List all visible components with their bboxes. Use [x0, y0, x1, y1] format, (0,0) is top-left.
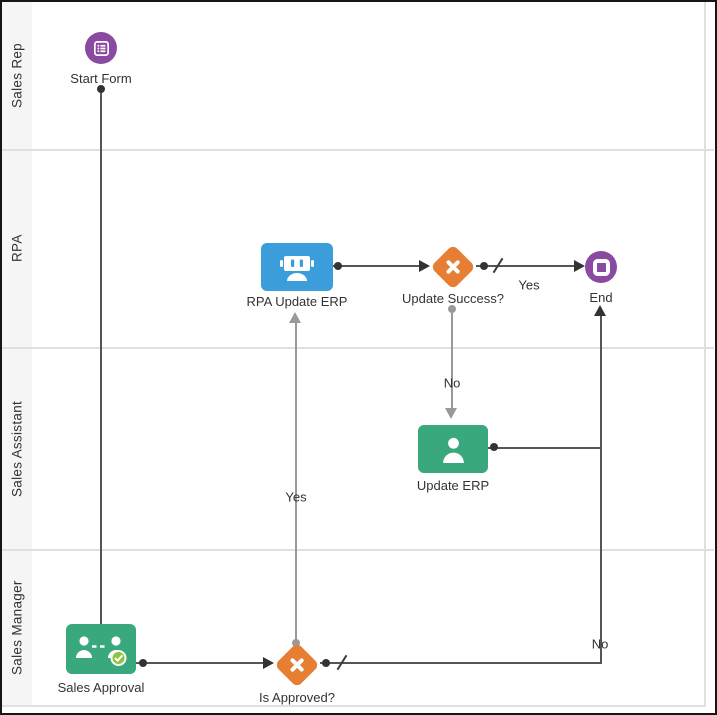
edge-riser-line [600, 316, 602, 664]
lane-right-border [704, 2, 706, 705]
edge-source-dot [448, 305, 456, 313]
arrowhead-icon [574, 260, 585, 272]
edge-source-dot [292, 639, 300, 647]
edge-line [295, 323, 297, 640]
edge-label-yes: Yes [518, 277, 540, 293]
user-icon [442, 437, 464, 463]
form-icon [93, 40, 109, 56]
lane-divider [2, 549, 714, 551]
edge-label-yes: Yes [285, 489, 307, 505]
arrowhead-icon [263, 657, 274, 669]
edge-line [488, 447, 602, 449]
edge-line [476, 265, 575, 267]
edge-source-dot [480, 262, 488, 270]
stop-icon [592, 258, 610, 276]
node-update-success[interactable] [430, 244, 476, 290]
robot-icon [280, 255, 314, 281]
edge-line [100, 90, 102, 624]
lane-label-strip [2, 2, 32, 705]
node-label-rpa-update-erp: RPA Update ERP [246, 294, 348, 309]
node-label-end: End [589, 290, 613, 305]
edge-line [136, 662, 264, 664]
edge-source-dot [97, 85, 105, 93]
lane-label-sales-manager: Sales Manager [9, 580, 25, 675]
node-update-erp[interactable] [418, 425, 488, 473]
arrowhead-icon [594, 305, 606, 316]
edge-source-dot [322, 659, 330, 667]
node-label-update-erp: Update ERP [416, 478, 490, 493]
edge-source-dot [334, 262, 342, 270]
edge-line [320, 662, 602, 664]
node-label-sales-approval: Sales Approval [57, 680, 145, 695]
arrowhead-icon [445, 408, 457, 419]
node-is-approved[interactable] [274, 642, 320, 688]
lane-divider [2, 149, 714, 151]
arrowhead-icon [419, 260, 430, 272]
check-badge-icon [110, 650, 127, 666]
edge-label-no: No [591, 636, 609, 652]
lane-label-sales-rep: Sales Rep [9, 43, 25, 108]
arrowhead-icon [289, 312, 301, 323]
node-label-start-form: Start Form [70, 71, 132, 86]
lane-label-rpa: RPA [9, 234, 25, 263]
edge-source-dot [139, 659, 147, 667]
node-end[interactable] [585, 251, 617, 283]
node-start-form[interactable] [85, 32, 117, 64]
node-rpa-update-erp[interactable] [261, 243, 333, 291]
approval-users-icon [76, 636, 127, 666]
node-label-is-approved: Is Approved? [259, 690, 335, 705]
lane-label-sales-assistant: Sales Assistant [9, 400, 25, 497]
edge-source-dot [490, 443, 498, 451]
lane-bottom-border [2, 705, 706, 707]
edge-line [333, 265, 419, 267]
edge-label-no: No [443, 375, 461, 391]
node-label-update-success: Update Success? [402, 291, 504, 306]
node-sales-approval[interactable] [66, 624, 136, 674]
edge-line [451, 313, 453, 408]
lane-divider [2, 347, 714, 349]
